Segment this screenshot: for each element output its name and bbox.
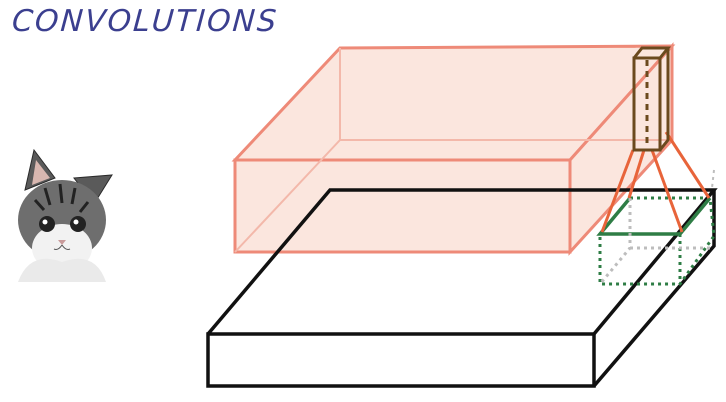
kernel-patch (596, 169, 716, 286)
output-column (632, 46, 672, 152)
output-volume (231, 42, 676, 256)
connection-lines (600, 131, 711, 233)
kitten-image (18, 148, 113, 282)
input-volume (206, 188, 718, 388)
